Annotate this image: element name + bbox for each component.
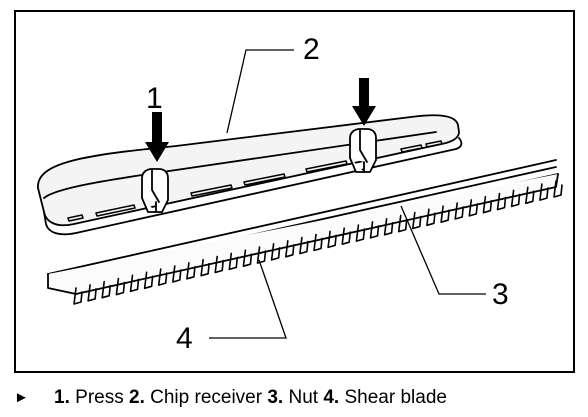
- blade-tooth: [412, 211, 422, 230]
- figure-frame: 1 2 3 4: [14, 10, 575, 373]
- blade-top-edge: [47, 159, 557, 275]
- blade-tooth: [383, 218, 394, 236]
- leader-2: [226, 49, 294, 134]
- chip-receiver-lip: [43, 137, 463, 236]
- caption-item-number: 1.: [54, 387, 70, 408]
- blade-tooth: [115, 277, 126, 296]
- shear-blade: [47, 159, 563, 305]
- blade-tooth: [454, 202, 464, 220]
- blade-tooth: [496, 192, 507, 211]
- caption-item-text: Nut: [288, 387, 319, 408]
- blade-tooth: [299, 236, 309, 255]
- slot: [400, 144, 423, 153]
- press-arrows: [145, 78, 376, 162]
- blade-tooth: [172, 265, 182, 283]
- press-arrow-left: [145, 112, 169, 162]
- callout-3: 3: [492, 278, 509, 311]
- blade-tooth: [186, 262, 196, 280]
- blade-tooth: [228, 252, 239, 271]
- caption-bullet-icon: ►: [14, 389, 29, 406]
- chip-receiver-inner-edge: [43, 131, 437, 199]
- blade-tooth: [129, 274, 140, 293]
- blade-tooth: [143, 271, 154, 290]
- blade-tooth: [553, 180, 563, 198]
- blade-tooth: [525, 186, 535, 205]
- clip-left: [141, 168, 169, 213]
- blade-tooth: [313, 233, 323, 252]
- blade-tooth: [256, 246, 267, 264]
- blade-tooth: [468, 199, 479, 217]
- slot: [305, 160, 348, 173]
- blade-tooth: [440, 205, 450, 223]
- blade-tooth: [270, 243, 281, 261]
- blade-tooth: [101, 280, 111, 299]
- slot: [95, 204, 136, 217]
- slot: [190, 184, 233, 197]
- blade-tooth: [242, 249, 253, 267]
- blade-tooth: [341, 227, 351, 245]
- blade-tooth: [157, 268, 168, 286]
- caption-item-text: Chip receiver: [150, 387, 263, 408]
- blade-tooth: [87, 284, 97, 302]
- blade-tooth: [397, 214, 408, 233]
- leader-lines: [209, 49, 486, 339]
- chip-receiver-slots: [67, 140, 443, 222]
- blade-tooth: [539, 183, 549, 201]
- press-arrow-right: [352, 78, 376, 126]
- slot: [243, 173, 286, 186]
- callout-2: 2: [303, 33, 320, 66]
- blade-tooth: [482, 195, 493, 214]
- caption-item-text: Press: [75, 387, 124, 408]
- caption-item-number: 2.: [129, 387, 145, 408]
- clip-right: [349, 128, 377, 173]
- callout-1: 1: [146, 82, 163, 115]
- leader-3: [400, 205, 486, 295]
- blade-tooth: [426, 208, 436, 227]
- slot: [67, 214, 84, 222]
- blade-tooth: [510, 189, 521, 208]
- caption-item-number: 3.: [267, 387, 284, 408]
- blade-tooth: [327, 230, 337, 249]
- figure-caption: ► 1. Press 2. Chip receiver 3. Nut 4. She…: [14, 386, 584, 410]
- blade-tooth: [214, 255, 224, 274]
- blade-tooth: [355, 224, 366, 242]
- blade-teeth: [73, 180, 563, 305]
- caption-item-text: Shear blade: [344, 387, 447, 408]
- blade-tooth: [200, 258, 210, 277]
- caption-item-number: 4.: [323, 387, 340, 408]
- slot: [425, 140, 443, 148]
- chip-receiver-installation-diagram: 1 2 3 4: [37, 33, 563, 355]
- blade-tooth: [285, 240, 295, 258]
- leader-4: [209, 259, 287, 339]
- chip-receiver: [37, 114, 463, 236]
- callout-4: 4: [176, 322, 193, 355]
- blade-tooth: [73, 287, 83, 305]
- blade-tooth: [369, 221, 380, 239]
